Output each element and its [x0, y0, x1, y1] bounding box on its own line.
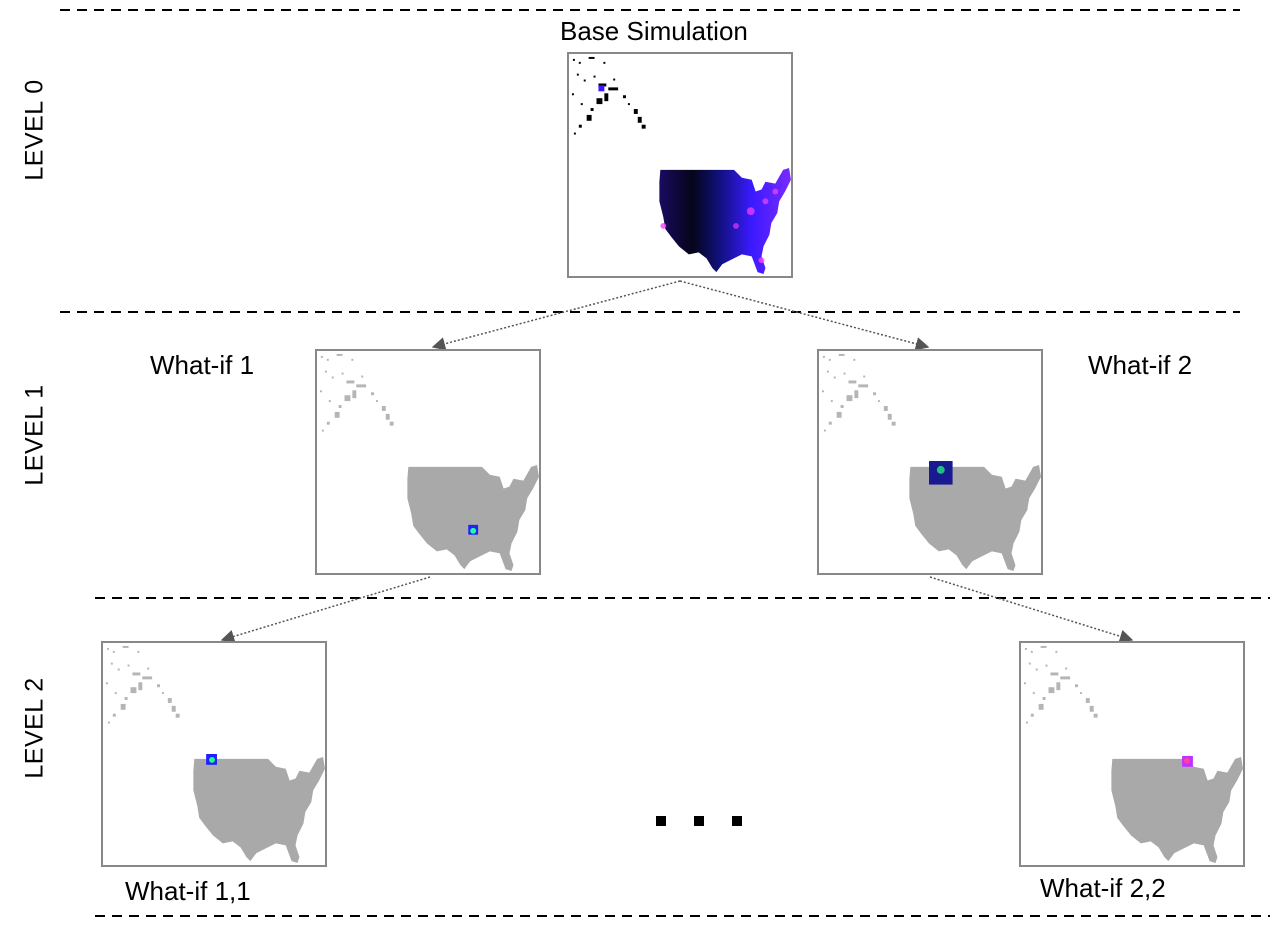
- level-0-label: LEVEL 0: [20, 79, 49, 181]
- level-1-label: LEVEL 1: [20, 384, 49, 486]
- ellipsis-dot: [656, 816, 666, 826]
- level-2-label: LEVEL 2: [20, 677, 49, 779]
- arrow-whatif-2-to-whatif-2-2: [929, 576, 1134, 643]
- arrow-whatif-1-to-whatif-1-1: [220, 576, 431, 643]
- ellipsis-dot: [694, 816, 704, 826]
- arrow-base-to-whatif-2: [679, 280, 930, 351]
- whatif-1-1-map: [101, 641, 327, 867]
- whatif-1-1-title: What-if 1,1: [125, 876, 251, 906]
- whatif-1-map: [315, 349, 541, 575]
- arrow-base-to-whatif-1: [431, 280, 681, 351]
- base-simulation-map: [567, 52, 793, 278]
- base-simulation-title: Base Simulation: [560, 16, 748, 46]
- whatif-2-2-title: What-if 2,2: [1040, 873, 1166, 903]
- ellipsis-dot: [732, 816, 742, 826]
- whatif-2-2-map: [1019, 641, 1245, 867]
- whatif-2-map: [817, 349, 1043, 575]
- whatif-1-title: What-if 1: [150, 350, 255, 380]
- whatif-2-title: What-if 2: [1088, 350, 1193, 380]
